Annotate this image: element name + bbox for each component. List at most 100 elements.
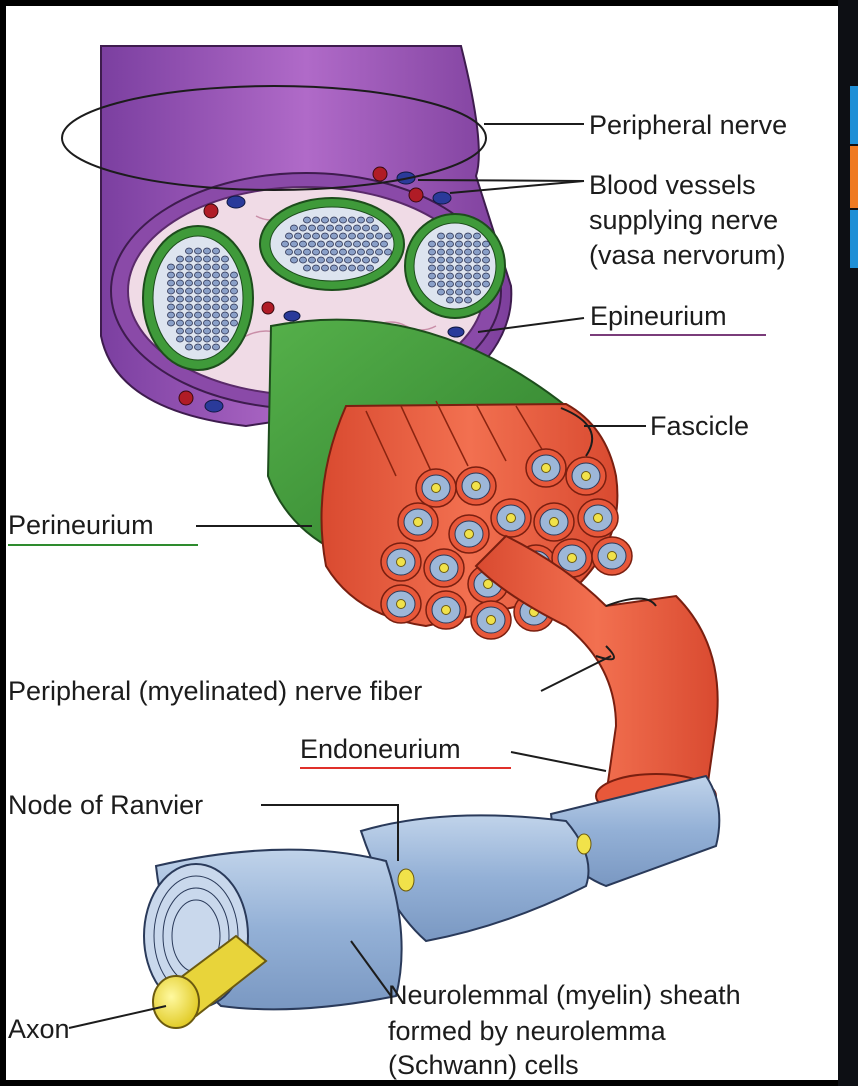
diagram-frame: Peripheral nerve Blood vessels supplying…	[6, 6, 838, 1080]
axon-dot	[221, 311, 229, 319]
label-fascicle: Fascicle	[650, 411, 749, 441]
axon-dot	[194, 303, 202, 311]
axon-dot	[464, 248, 472, 256]
edge-tab-blue-1[interactable]	[850, 86, 858, 144]
axon-dot	[221, 287, 229, 295]
axon-dot	[212, 279, 220, 287]
axon-dot	[212, 295, 220, 303]
axon-dot	[203, 247, 211, 255]
axon-dot	[455, 296, 463, 304]
axon-dot	[294, 232, 302, 240]
axon-dot	[290, 240, 298, 248]
axon-dot	[203, 311, 211, 319]
nerve-fiber-shape	[474, 534, 719, 819]
axon-dot	[473, 232, 481, 240]
axon-dot	[303, 264, 311, 272]
fiber-axon	[464, 529, 474, 539]
fiber-axon	[439, 563, 449, 573]
axon-dot	[371, 240, 379, 248]
axon-dot	[330, 264, 338, 272]
axon-dot	[321, 216, 329, 224]
axon-dot	[221, 255, 229, 263]
edge-tab-blue-2[interactable]	[850, 210, 858, 268]
axon-dot	[437, 248, 445, 256]
fiber-axon	[441, 605, 451, 615]
axon-dot	[203, 287, 211, 295]
axon-dot	[203, 327, 211, 335]
axon-dot	[230, 303, 238, 311]
axon-dot	[212, 247, 220, 255]
axon-dot	[321, 232, 329, 240]
fiber-axon	[607, 551, 617, 561]
axon-dot	[428, 280, 436, 288]
axon-dot	[384, 248, 392, 256]
axon-dot	[194, 319, 202, 327]
axon-dot	[194, 343, 202, 351]
axon-dot	[326, 224, 334, 232]
axon-dot	[176, 271, 184, 279]
axon-dot	[464, 264, 472, 272]
axon-dot	[185, 311, 193, 319]
axon-dot	[203, 263, 211, 271]
axon-dot	[290, 224, 298, 232]
axon-dot	[437, 256, 445, 264]
axon-dot	[473, 280, 481, 288]
axon-dot	[455, 232, 463, 240]
fiber-axon	[581, 471, 591, 481]
fiber-axon	[431, 483, 441, 493]
axon-dot	[194, 247, 202, 255]
axon-dot	[312, 264, 320, 272]
axon-dot	[176, 279, 184, 287]
axon-dot	[464, 280, 472, 288]
axon-dot	[455, 272, 463, 280]
axon-dot	[473, 248, 481, 256]
axon-dot	[194, 335, 202, 343]
axon-dot	[366, 232, 374, 240]
label-endoneurium: Endoneurium	[300, 734, 461, 764]
axon-dot	[437, 272, 445, 280]
axon-dot	[348, 248, 356, 256]
label-blood-vessels-line3: (vasa nervorum)	[589, 240, 786, 270]
nerve-anatomy-diagram: Peripheral nerve Blood vessels supplying…	[8, 45, 787, 1080]
axon-dot	[335, 256, 343, 264]
axon-dot	[203, 255, 211, 263]
axon-dot	[317, 224, 325, 232]
axon-dot	[212, 319, 220, 327]
axon-dot	[362, 256, 370, 264]
axon-dot	[194, 263, 202, 271]
axon-dot	[348, 216, 356, 224]
axon-dot	[312, 232, 320, 240]
axon-dot	[167, 263, 175, 271]
axon-dot	[308, 240, 316, 248]
axon-dot	[330, 216, 338, 224]
axon-dot	[473, 256, 481, 264]
axon-dot	[375, 232, 383, 240]
fascicle-cross-sections	[142, 197, 506, 371]
axon-dot	[185, 295, 193, 303]
axon-dot	[366, 264, 374, 272]
fiber-axon	[483, 579, 493, 589]
axon-dot	[194, 271, 202, 279]
label-epineurium: Epineurium	[590, 301, 727, 331]
axon-dot	[185, 343, 193, 351]
axon-dot	[353, 256, 361, 264]
axon-dot	[290, 256, 298, 264]
axon-dot	[194, 295, 202, 303]
axon-dot	[455, 264, 463, 272]
axon-dot	[221, 303, 229, 311]
axon-dot	[212, 335, 220, 343]
window-edge-tabs	[838, 0, 858, 1086]
leader-lines	[61, 85, 657, 1029]
axon-dot	[194, 327, 202, 335]
axon-dot	[473, 264, 481, 272]
axon-dot	[366, 216, 374, 224]
axon-dot	[167, 295, 175, 303]
edge-tab-orange[interactable]	[850, 146, 858, 208]
axon-dot	[203, 271, 211, 279]
fiber-axon	[486, 615, 496, 625]
axon-dot	[185, 271, 193, 279]
axon-dot	[371, 224, 379, 232]
axon-dot	[464, 240, 472, 248]
axon-dot	[437, 264, 445, 272]
axon-dot	[203, 343, 211, 351]
